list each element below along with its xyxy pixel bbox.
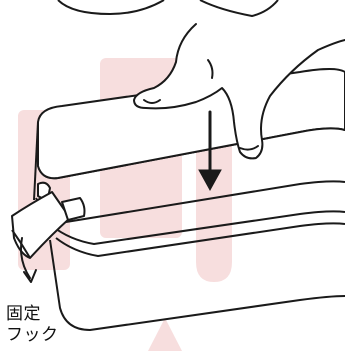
fixing-hook-label-line2: フック — [6, 325, 59, 345]
curved-arrow-icon — [20, 237, 37, 283]
hook-icon — [11, 181, 86, 259]
upper-outline-right — [199, 0, 279, 18]
down-arrow-icon — [198, 110, 222, 192]
fixing-hook-label-line1: 固定 — [6, 304, 41, 324]
hand-pressing-icon — [133, 23, 345, 160]
fixing-hook-label: 固定 フック — [6, 304, 59, 346]
upper-outline — [57, 0, 165, 16]
